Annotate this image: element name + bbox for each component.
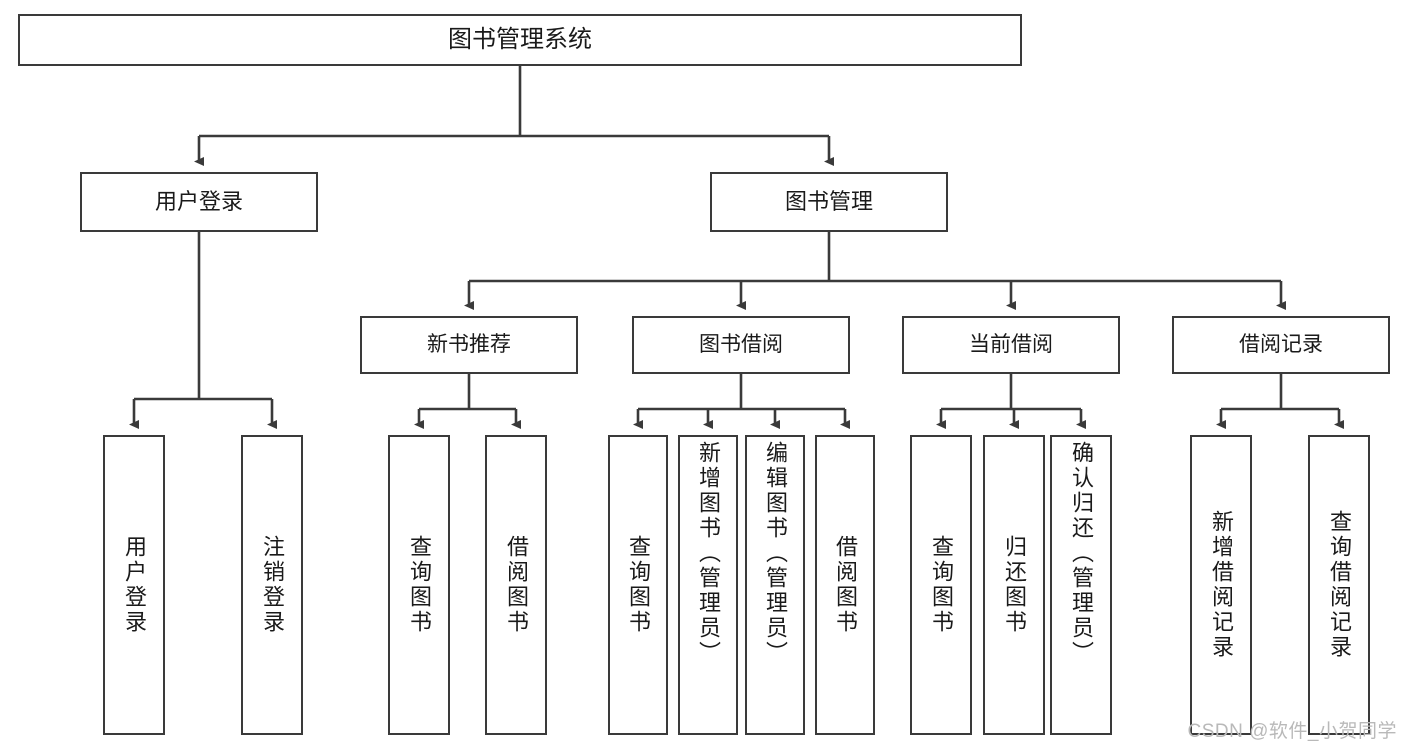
node-leaf-query-book-2[interactable]: 查询图书 bbox=[608, 435, 668, 735]
node-leaf-borrow-book-2-label: 借阅图书 bbox=[833, 535, 858, 635]
node-root[interactable]: 图书管理系统 bbox=[18, 14, 1022, 66]
leaf-inner: 查询图书 bbox=[912, 437, 970, 733]
leaf-inner: 编辑图书（管理员） bbox=[747, 437, 803, 737]
node-book-manage-label: 图书管理 bbox=[784, 189, 873, 215]
node-current-borrow-label: 当前借阅 bbox=[969, 332, 1053, 356]
node-borrow-record-label: 借阅记录 bbox=[1239, 332, 1323, 356]
node-leaf-return-book-label: 归还图书 bbox=[1002, 535, 1027, 635]
node-leaf-add-book-label: 新增图书（管理员） bbox=[696, 441, 721, 666]
node-leaf-borrow-book-2[interactable]: 借阅图书 bbox=[815, 435, 875, 735]
node-leaf-add-book[interactable]: 新增图书（管理员） bbox=[678, 435, 738, 735]
node-user-login[interactable]: 用户登录 bbox=[80, 172, 318, 232]
node-leaf-query-record-label: 查询借阅记录 bbox=[1327, 510, 1352, 660]
node-book-borrow[interactable]: 图书借阅 bbox=[632, 316, 850, 374]
node-leaf-query-book-3-label: 查询图书 bbox=[929, 535, 954, 635]
node-leaf-query-book-1[interactable]: 查询图书 bbox=[388, 435, 450, 735]
leaf-inner: 新增借阅记录 bbox=[1192, 437, 1250, 733]
node-leaf-query-book-2-label: 查询图书 bbox=[626, 535, 651, 635]
node-current-borrow[interactable]: 当前借阅 bbox=[902, 316, 1120, 374]
node-leaf-confirm-return[interactable]: 确认归还（管理员） bbox=[1050, 435, 1112, 735]
node-leaf-add-record[interactable]: 新增借阅记录 bbox=[1190, 435, 1252, 735]
node-leaf-query-book-1-label: 查询图书 bbox=[407, 535, 432, 635]
node-new-book-rec[interactable]: 新书推荐 bbox=[360, 316, 578, 374]
leaf-inner: 新增图书（管理员） bbox=[680, 437, 736, 737]
leaf-inner: 借阅图书 bbox=[487, 437, 545, 733]
watermark-text: CSDN @软件_小贺同学 bbox=[1187, 721, 1397, 742]
leaf-inner: 用户登录 bbox=[105, 437, 163, 733]
leaf-inner: 归还图书 bbox=[985, 437, 1043, 733]
node-leaf-user-login[interactable]: 用户登录 bbox=[103, 435, 165, 735]
node-user-login-label: 用户登录 bbox=[154, 189, 243, 215]
node-new-book-rec-label: 新书推荐 bbox=[427, 332, 511, 356]
node-borrow-record[interactable]: 借阅记录 bbox=[1172, 316, 1390, 374]
node-leaf-borrow-book-1-label: 借阅图书 bbox=[504, 535, 529, 635]
node-leaf-add-record-label: 新增借阅记录 bbox=[1209, 510, 1234, 660]
leaf-inner: 注销登录 bbox=[243, 437, 301, 733]
node-book-borrow-label: 图书借阅 bbox=[699, 332, 783, 356]
leaf-inner: 确认归还（管理员） bbox=[1052, 437, 1110, 737]
node-leaf-query-record[interactable]: 查询借阅记录 bbox=[1308, 435, 1370, 735]
leaf-inner: 查询图书 bbox=[390, 437, 448, 733]
node-leaf-logout[interactable]: 注销登录 bbox=[241, 435, 303, 735]
leaf-inner: 查询借阅记录 bbox=[1310, 437, 1368, 733]
node-leaf-query-book-3[interactable]: 查询图书 bbox=[910, 435, 972, 735]
node-root-label: 图书管理系统 bbox=[448, 25, 592, 53]
leaf-inner: 借阅图书 bbox=[817, 437, 873, 733]
node-leaf-edit-book[interactable]: 编辑图书（管理员） bbox=[745, 435, 805, 735]
node-leaf-logout-label: 注销登录 bbox=[260, 535, 285, 635]
node-leaf-edit-book-label: 编辑图书（管理员） bbox=[763, 441, 788, 666]
node-leaf-borrow-book-1[interactable]: 借阅图书 bbox=[485, 435, 547, 735]
node-book-manage[interactable]: 图书管理 bbox=[710, 172, 948, 232]
node-leaf-user-login-label: 用户登录 bbox=[122, 535, 147, 635]
node-leaf-confirm-return-label: 确认归还（管理员） bbox=[1069, 441, 1094, 666]
leaf-inner: 查询图书 bbox=[610, 437, 666, 733]
node-leaf-return-book[interactable]: 归还图书 bbox=[983, 435, 1045, 735]
